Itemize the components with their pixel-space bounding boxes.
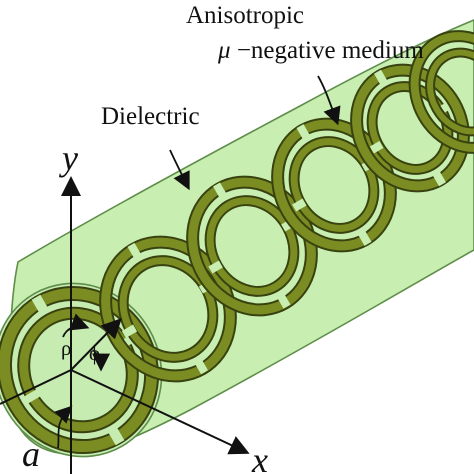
rho-label: ρ	[61, 336, 71, 360]
medium-pointer	[317, 75, 341, 126]
rho-arc	[62, 313, 90, 338]
phi-arc	[92, 349, 111, 372]
axis-extension-left	[0, 369, 72, 405]
mu-symbol: μ	[217, 37, 231, 64]
phi-label: ϕ	[89, 341, 100, 365]
ring-group-5	[350, 63, 470, 193]
medium-label-line2: μ −negative medium	[217, 37, 424, 64]
dielectric-pointer	[169, 149, 190, 191]
y-axis-label: y	[59, 138, 78, 178]
x-axis-label: x	[251, 440, 268, 474]
ring-group-3	[186, 175, 318, 317]
medium-label-line1: Anisotropic	[186, 2, 304, 29]
radius-pointer	[54, 405, 73, 449]
ring-group-6	[408, 30, 474, 154]
radius-label: a	[22, 434, 40, 474]
dielectric-label: Dielectric	[101, 103, 200, 130]
medium-label-text: −negative medium	[237, 37, 425, 64]
x-axis	[70, 369, 250, 455]
radius-vector	[70, 318, 122, 371]
